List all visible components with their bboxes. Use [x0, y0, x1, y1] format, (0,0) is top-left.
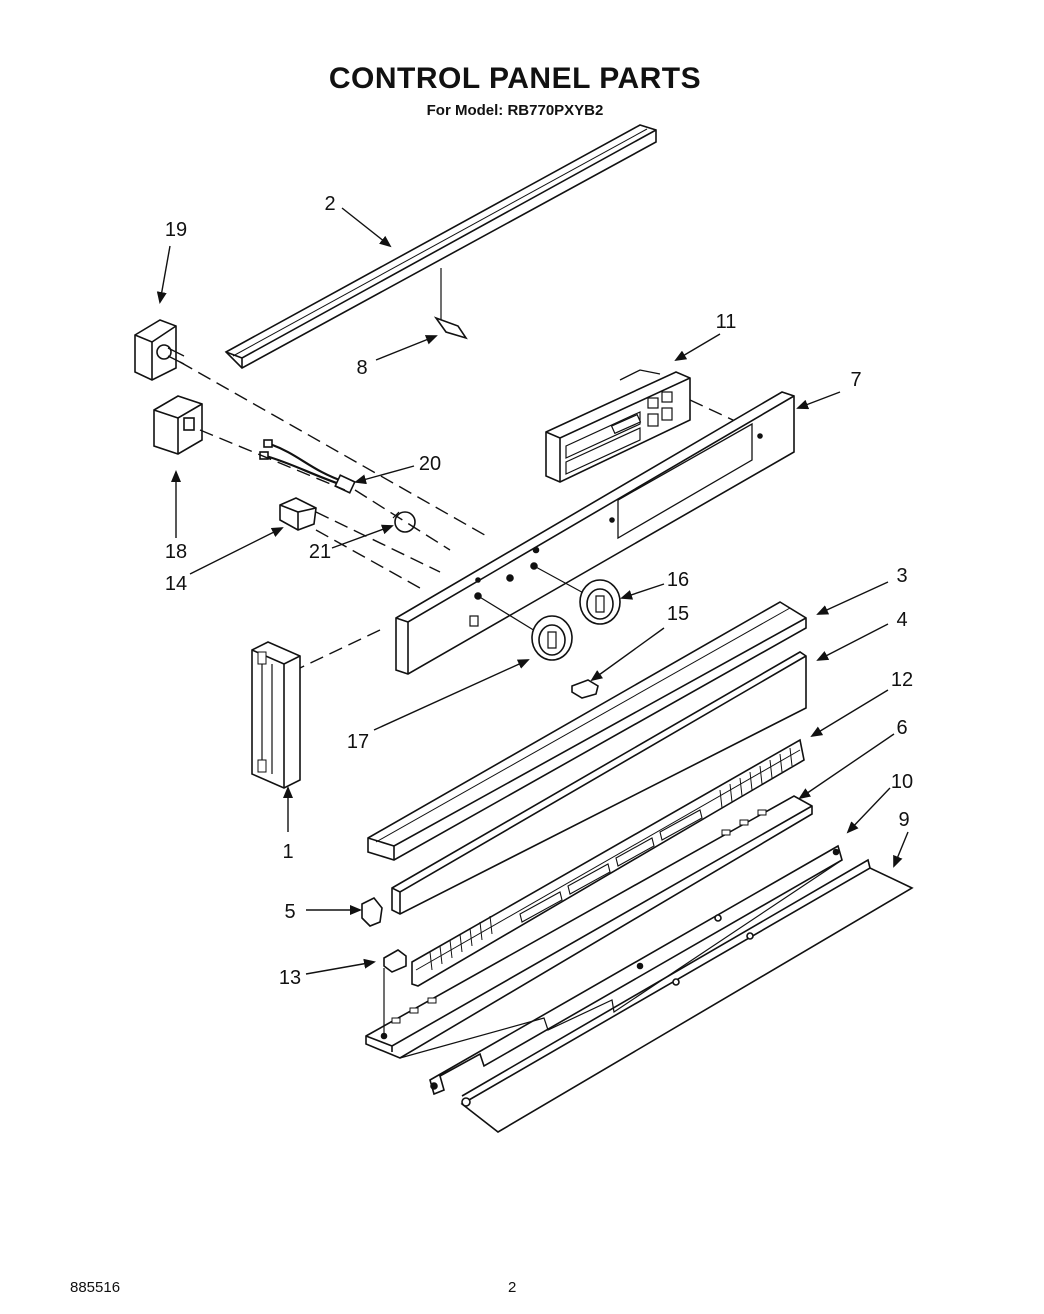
callout-5: 5 [284, 901, 295, 923]
part-switch [279, 497, 317, 531]
page-number: 2 [508, 1279, 517, 1296]
part-electronic-control [545, 369, 691, 483]
callout-17: 17 [347, 731, 369, 753]
part-trim-strip-upper [367, 601, 807, 861]
callout-15: 15 [667, 603, 689, 625]
callout-13: 13 [279, 967, 301, 989]
part-small-bracket [380, 949, 407, 1040]
part-knob-lower [531, 615, 573, 661]
callout-2: 2 [324, 193, 335, 215]
document-number: 885516 [70, 1279, 121, 1296]
callout-6: 6 [896, 717, 907, 739]
callout-leaders [156, 207, 909, 975]
part-base-plate [460, 858, 914, 1133]
callout-12: 12 [891, 669, 913, 691]
callout-21: 21 [309, 541, 331, 563]
callout-1: 1 [282, 841, 293, 863]
part-lower-rail [399, 844, 843, 1096]
callout-20: 20 [419, 453, 441, 475]
part-top-trim-rail [224, 124, 657, 369]
part-relay [153, 395, 203, 455]
page-title: CONTROL PANEL PARTS [328, 62, 702, 95]
part-lamp [392, 511, 416, 533]
part-knob-upper [579, 579, 621, 625]
callout-14: 14 [165, 573, 187, 595]
part-mounting-channel [365, 795, 813, 1059]
part-side-bracket [251, 641, 301, 789]
part-small-clip [571, 679, 599, 699]
part-end-cap [361, 896, 383, 927]
part-transformer [134, 319, 185, 381]
part-display-lens [411, 738, 805, 987]
callout-8: 8 [356, 357, 367, 379]
part-mounting-clip [433, 268, 468, 340]
callout-18: 18 [165, 541, 187, 563]
part-control-panel [395, 391, 795, 675]
callout-4: 4 [896, 609, 907, 631]
part-wire-harness [259, 439, 356, 494]
callout-3: 3 [896, 565, 907, 587]
part-trim-strip-lower [391, 651, 807, 915]
callout-19: 19 [165, 219, 187, 241]
model-subtitle: For Model: RB770PXYB2 [426, 102, 604, 119]
callout-11: 11 [716, 311, 737, 333]
callout-10: 10 [891, 771, 913, 793]
callout-7: 7 [850, 369, 861, 391]
callout-9: 9 [898, 809, 909, 831]
callout-16: 16 [667, 569, 689, 591]
callout-labels: 1 2 3 4 5 6 7 8 9 10 11 12 13 14 15 16 1… [165, 193, 913, 989]
